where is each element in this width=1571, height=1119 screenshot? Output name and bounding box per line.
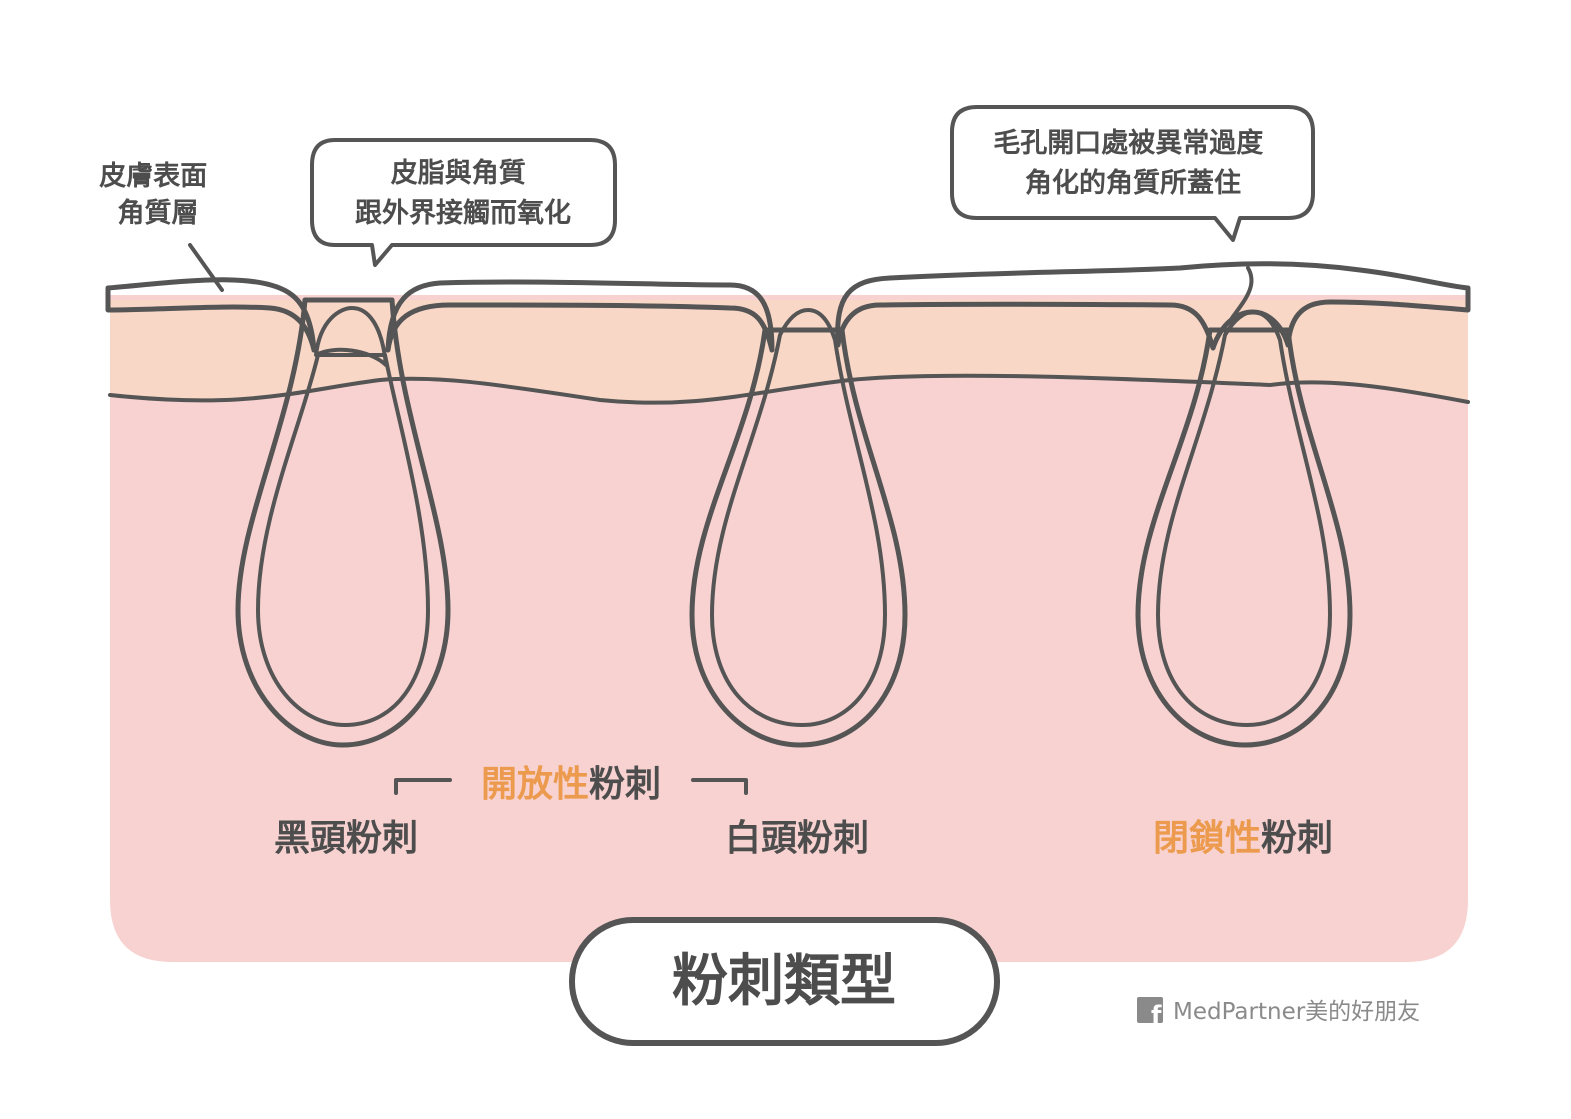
oxidation-callout: 皮脂與角質 跟外界接觸而氧化: [310, 138, 617, 267]
svg-text:毛孔開口處被異常過度 角化的角質所蓋住: 毛孔開口處被異常過度 角化的角質所蓋住: [993, 127, 1272, 199]
stratum-corneum: [105, 261, 1471, 353]
title-badge: 粉刺類型: [569, 917, 1000, 1046]
brand-text: MedPartner美的好朋友: [1173, 999, 1420, 1025]
svg-text:開放性粉刺: 開放性粉刺: [481, 764, 661, 805]
dermis-layer: [110, 295, 1468, 962]
stratum-corneum-label: 皮膚表面 角質層: [99, 161, 216, 229]
closed-comedone-label: 閉鎖性粉刺: [1153, 818, 1333, 859]
dermo-epidermal-line: [108, 373, 1470, 405]
whitehead-label: 白頭粉刺: [725, 818, 869, 859]
diagram-title: 粉刺類型: [672, 949, 896, 1014]
brand-watermark: f MedPartner美的好朋友: [1137, 997, 1420, 1029]
facebook-f-glyph: f: [1151, 1001, 1162, 1029]
open-comedone-group-label: 開放性粉刺: [394, 764, 748, 805]
epidermis-layer: [110, 300, 1468, 403]
blackhead-label: 黑頭粉刺: [274, 818, 418, 859]
svg-text:皮脂與角質 跟外界接觸而氧化: 皮脂與角質 跟外界接觸而氧化: [355, 157, 571, 229]
oxidized-plug: [314, 306, 388, 367]
facebook-icon: [1137, 997, 1163, 1023]
closed-pore-callout: 毛孔開口處被異常過度 角化的角質所蓋住: [950, 105, 1315, 242]
whitehead-follicle: [689, 308, 908, 748]
blackhead-follicle: [235, 297, 451, 748]
